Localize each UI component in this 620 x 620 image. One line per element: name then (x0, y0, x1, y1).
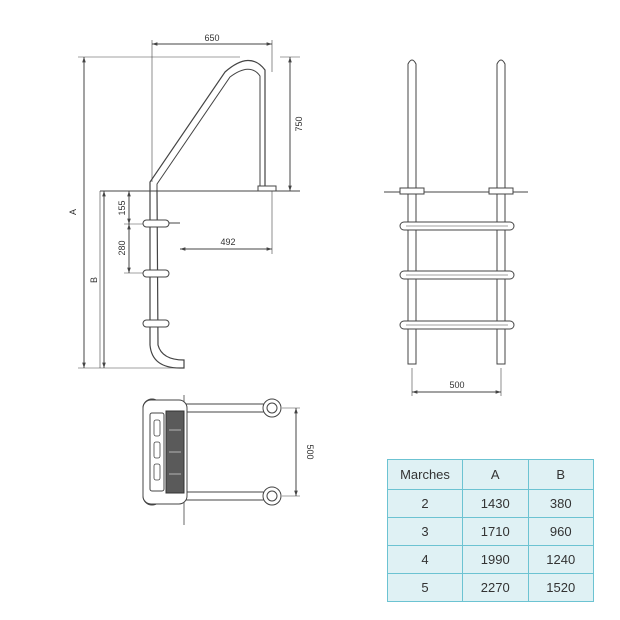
side-steps (142, 219, 180, 328)
side-view (78, 40, 300, 369)
top-view (142, 395, 300, 525)
top-flange-lower-right (262, 486, 282, 506)
dim-label-B: B (89, 277, 99, 283)
dim-label-280: 280 (117, 240, 127, 255)
cell-marches: 3 (387, 517, 463, 546)
cell-marches: 5 (387, 573, 463, 602)
header-b: B (527, 459, 594, 490)
table-row: 5 2270 1520 (387, 573, 594, 602)
dimensions-table: Marches A B 2 1430 380 3 1710 960 4 1990… (387, 459, 594, 602)
cell-b: 1520 (527, 573, 594, 602)
dim-label-650: 650 (204, 33, 219, 43)
ladder-leg-tube (149, 189, 185, 369)
dim-label-750: 750 (294, 116, 304, 131)
cell-a: 2270 (462, 573, 529, 602)
table-row: 2 1430 380 (387, 489, 594, 518)
front-right-tube (488, 59, 514, 365)
cell-marches: 2 (387, 489, 463, 518)
dim-label-front-500: 500 (449, 380, 464, 390)
header-a: A (462, 459, 529, 490)
cell-b: 380 (527, 489, 594, 518)
cell-a: 1430 (462, 489, 529, 518)
dim-label-492: 492 (220, 237, 235, 247)
handrail-tube (149, 59, 266, 190)
table-row: 3 1710 960 (387, 517, 594, 546)
dim-label-A: A (68, 209, 78, 215)
front-left-tube (399, 59, 425, 365)
anchor-flange (257, 185, 277, 192)
cell-a: 1710 (462, 517, 529, 546)
front-steps (399, 221, 515, 330)
header-marches: Marches (387, 459, 463, 490)
cell-marches: 4 (387, 545, 463, 574)
table-row: 4 1990 1240 (387, 545, 594, 574)
top-flange-upper-right (262, 398, 282, 418)
table-header-row: Marches A B (387, 459, 594, 490)
dim-label-155: 155 (117, 200, 127, 215)
dim-label-top-500: 500 (305, 444, 315, 459)
cell-a: 1990 (462, 545, 529, 574)
front-view (384, 59, 528, 396)
cell-b: 960 (527, 517, 594, 546)
cell-b: 1240 (527, 545, 594, 574)
